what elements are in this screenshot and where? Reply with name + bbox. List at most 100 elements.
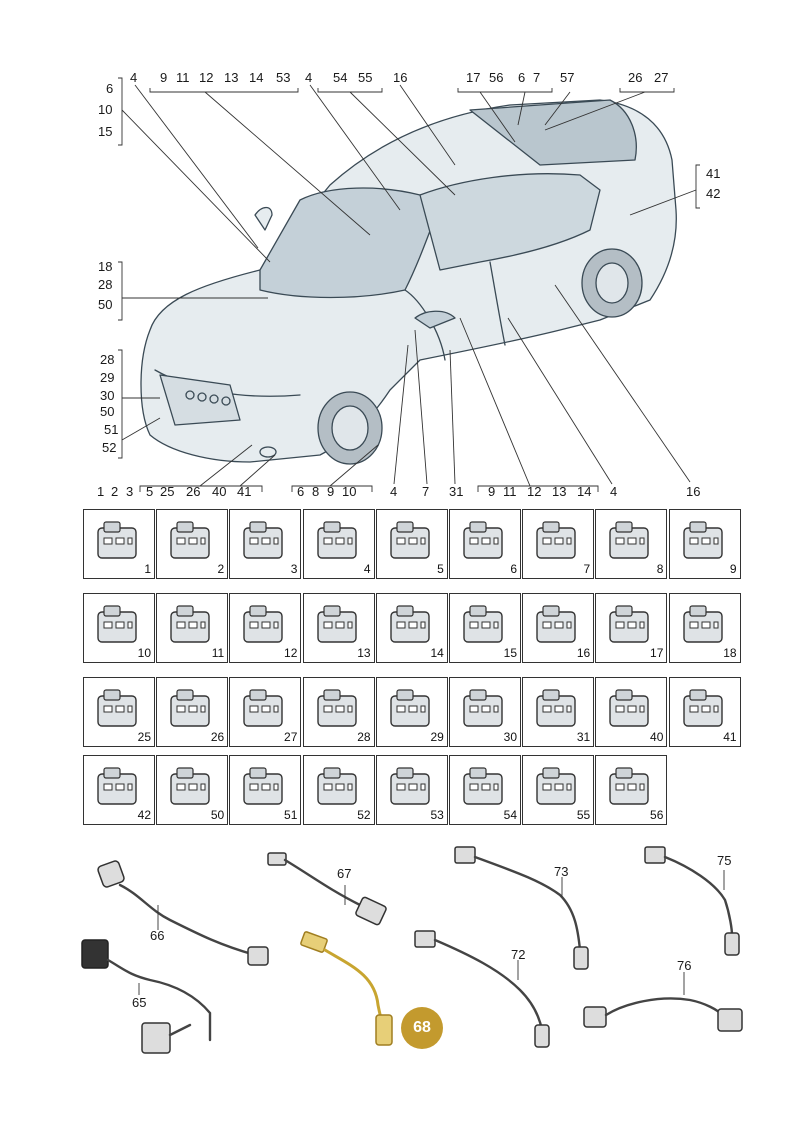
cable-75[interactable] (644, 846, 740, 956)
bottom-labels: 1 2 3 5 25 26 40 41 6 8 9 10 4 7 31 9 11… (97, 484, 700, 499)
connector-icon (609, 689, 650, 727)
connector-number: 2 (217, 562, 225, 576)
connector-cell[interactable]: 14 (375, 593, 448, 663)
connector-cell[interactable]: 11 (156, 593, 229, 663)
connector-cell[interactable]: 54 (449, 755, 521, 825)
connector-cell[interactable]: 30 (449, 677, 521, 747)
connector-number: 31 (576, 730, 591, 744)
connector-number: 52 (357, 808, 371, 822)
connector-cell[interactable]: 42 (83, 755, 155, 825)
connector-cell[interactable]: 8 (595, 509, 668, 579)
leader-lines (121, 84, 697, 487)
connector-number: 40 (650, 730, 664, 744)
label: 15 (98, 124, 112, 139)
label: 18 (98, 259, 112, 274)
label: 17 (466, 70, 480, 85)
connector-number: 29 (430, 730, 444, 744)
highlight-badge[interactable]: 68 (401, 1007, 443, 1049)
label: 4 (130, 70, 137, 85)
connector-cell[interactable]: 53 (375, 755, 448, 825)
label: 8 (312, 484, 319, 499)
connector-cell[interactable]: 17 (595, 593, 668, 663)
connector-icon (97, 605, 137, 643)
label: 66 (150, 928, 164, 943)
connector-icon (463, 689, 503, 727)
label: 9 (488, 484, 495, 499)
connector-number: 28 (357, 730, 371, 744)
connector-cell[interactable]: 9 (668, 509, 741, 579)
label: 3 (126, 484, 133, 499)
connector-number: 14 (430, 646, 444, 660)
label: 53 (276, 70, 290, 85)
connector-cell[interactable]: 55 (522, 755, 595, 825)
cable-73[interactable] (454, 846, 589, 970)
connector-number: 11 (211, 646, 225, 660)
connector-cell[interactable]: 12 (229, 593, 302, 663)
connector-cell[interactable]: 28 (302, 677, 375, 747)
label: 31 (449, 484, 463, 499)
cable-65[interactable] (81, 939, 212, 1054)
connector-cell[interactable]: 5 (375, 509, 448, 579)
connector-icon (536, 689, 576, 727)
connector-cell[interactable]: 51 (229, 755, 302, 825)
label: 7 (422, 484, 429, 499)
connector-cell[interactable]: 10 (83, 593, 155, 663)
connector-cell[interactable]: 1 (83, 509, 155, 579)
connector-number: 27 (284, 730, 298, 744)
label: 54 (333, 70, 347, 85)
label: 50 (100, 404, 114, 419)
connector-icon (243, 689, 284, 727)
connector-number: 10 (137, 646, 151, 660)
connector-icon (536, 521, 576, 559)
label: 4 (305, 70, 312, 85)
connector-cell[interactable]: 26 (156, 677, 229, 747)
connector-cell[interactable]: 16 (522, 593, 595, 663)
label: 11 (176, 70, 190, 85)
connector-number: 6 (510, 562, 517, 576)
connector-cell[interactable]: 18 (668, 593, 741, 663)
label: 5 (146, 484, 153, 499)
connector-cell[interactable]: 3 (229, 509, 302, 579)
connector-number: 16 (576, 646, 591, 660)
label: 16 (686, 484, 700, 499)
connector-icon (390, 767, 430, 805)
connector-cell[interactable]: 29 (375, 677, 448, 747)
connector-number: 13 (357, 646, 371, 660)
connector-cell[interactable]: 50 (156, 755, 229, 825)
label: 29 (100, 370, 114, 385)
connector-cell[interactable]: 15 (449, 593, 521, 663)
connector-icon (536, 605, 576, 643)
connector-cell[interactable]: 13 (302, 593, 375, 663)
connector-cell[interactable]: 41 (668, 677, 741, 747)
cable-68[interactable] (300, 931, 393, 1046)
connector-cell[interactable]: 2 (156, 509, 229, 579)
connector-cell[interactable]: 56 (595, 755, 668, 825)
label: 67 (337, 866, 351, 881)
connector-cell[interactable]: 25 (83, 677, 155, 747)
connector-icon (243, 605, 284, 643)
connector-cell[interactable]: 4 (302, 509, 375, 579)
connector-cell[interactable]: 31 (522, 677, 595, 747)
connector-icon (463, 767, 503, 805)
label: 52 (102, 440, 116, 455)
cable-66[interactable] (97, 860, 269, 966)
cable-67[interactable] (267, 852, 387, 926)
connector-number: 18 (723, 646, 737, 660)
label-brackets (118, 77, 700, 492)
connector-icon (390, 521, 430, 559)
connector-cell[interactable]: 52 (302, 755, 375, 825)
label: 26 (186, 484, 200, 499)
connector-cell[interactable]: 7 (522, 509, 595, 579)
label: 12 (199, 70, 213, 85)
cable-72[interactable] (414, 930, 550, 1048)
label: 41 (237, 484, 251, 499)
connector-cell[interactable]: 40 (595, 677, 668, 747)
connector-cell[interactable]: 27 (229, 677, 302, 747)
connector-cell[interactable]: 6 (449, 509, 521, 579)
car-body (140, 99, 677, 465)
label: 73 (554, 864, 568, 879)
connector-number: 56 (650, 808, 664, 822)
cable-76[interactable] (583, 997, 743, 1032)
label: 7 (533, 70, 540, 85)
